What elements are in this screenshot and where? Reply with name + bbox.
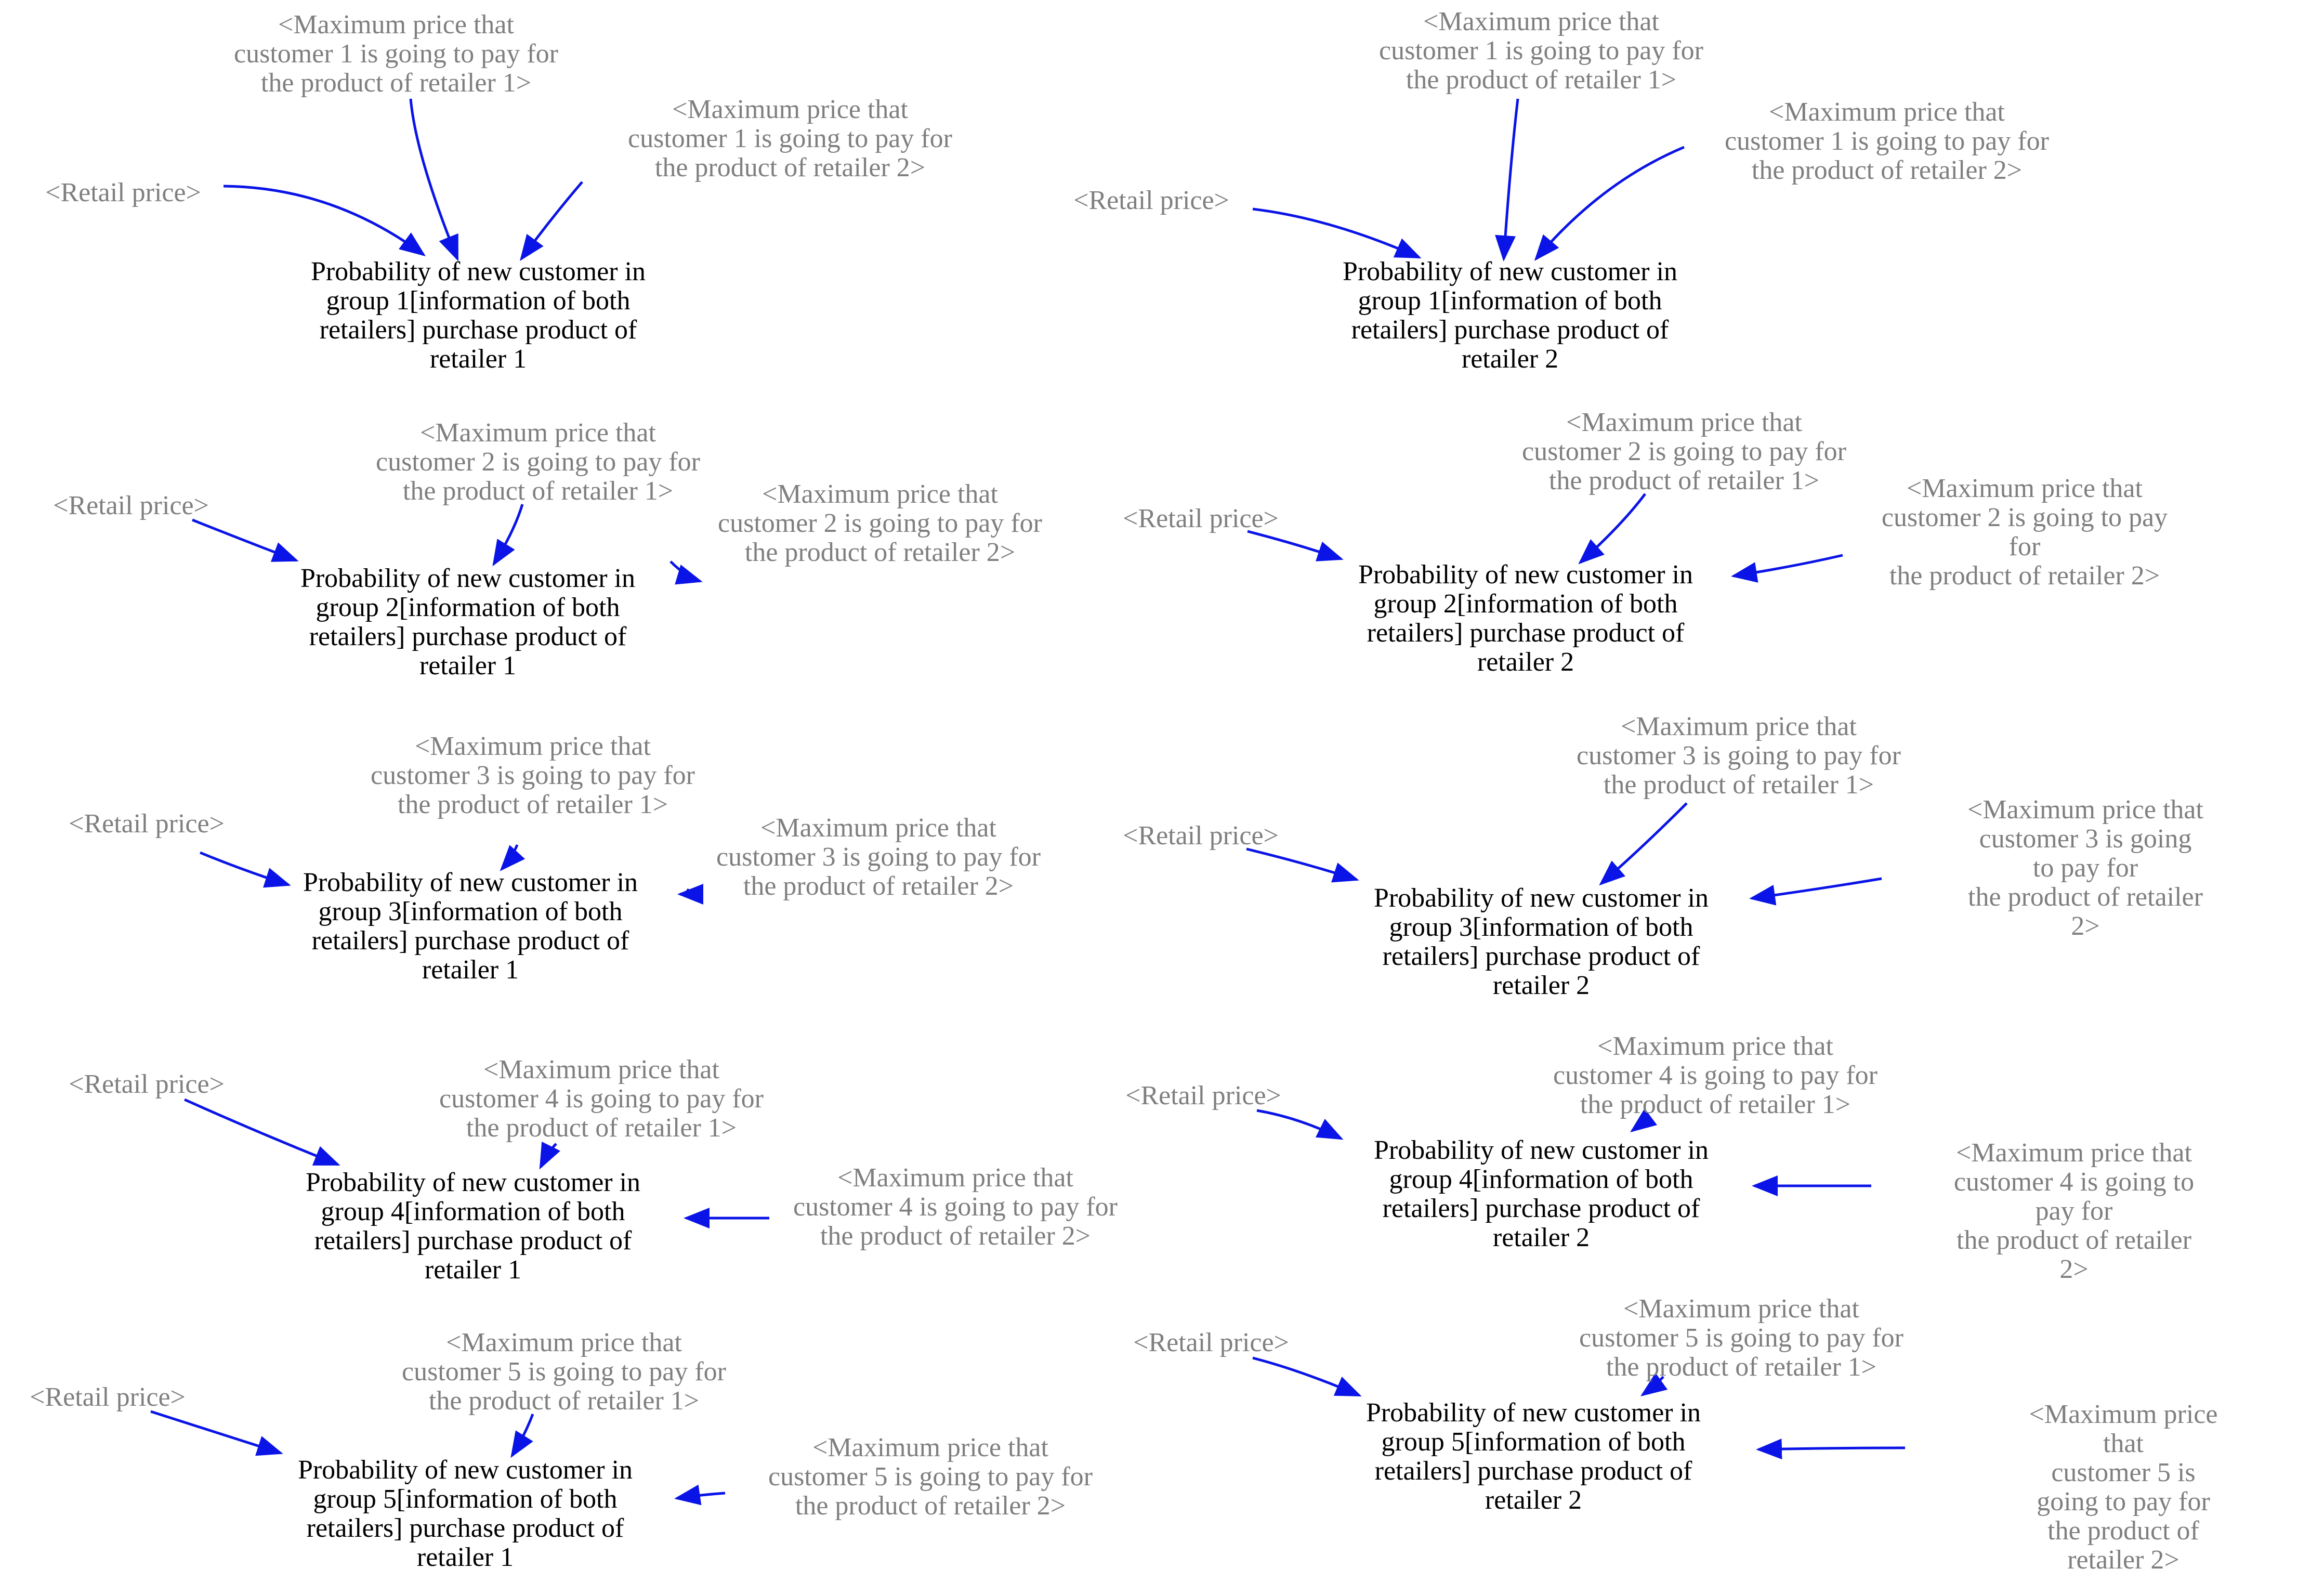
variable-p5: Probability of new customer in group 3[i… [303, 868, 638, 985]
shadow-max-price-r1-p6: <Maximum price that customer 3 is going … [1577, 712, 1901, 800]
causal-arrow-6 [1252, 207, 1422, 259]
variable-p9: Probability of new customer in group 5[i… [297, 1455, 633, 1572]
shadow-max-price-r2-p4: <Maximum price that customer 2 is going … [1881, 474, 2168, 591]
shadow-max-price-r1-p4: <Maximum price that customer 2 is going … [1522, 408, 1846, 495]
shadow-retail-price-p8: <Retail price> [1125, 1081, 1281, 1110]
shadow-retail-price-p10: <Retail price> [1133, 1328, 1289, 1357]
causal-arrow-5 [1534, 146, 1685, 261]
variable-p4: Probability of new customer in group 2[i… [1358, 560, 1693, 677]
causal-arrow-11 [1731, 554, 1843, 583]
shadow-retail-price-p6: <Retail price> [1123, 821, 1279, 851]
causal-arrow-14 [677, 883, 704, 905]
shadow-retail-price-p7: <Retail price> [69, 1069, 225, 1099]
causal-arrow-12 [1247, 530, 1344, 561]
causal-arrow-17 [1749, 877, 1882, 906]
shadow-max-price-r1-p9: <Maximum price that customer 5 is going … [402, 1328, 726, 1416]
causal-arrow-24 [1256, 1109, 1344, 1140]
shadow-max-price-r2-p3: <Maximum price that customer 2 is going … [718, 479, 1042, 567]
causal-arrow-13 [500, 844, 526, 871]
variable-p3: Probability of new customer in group 2[i… [300, 564, 636, 681]
causal-arrow-10 [1578, 493, 1646, 565]
causal-arrow-2 [520, 181, 583, 262]
causal-arrow-4 [1495, 98, 1519, 262]
shadow-retail-price-p5: <Retail price> [69, 809, 225, 839]
variable-p7: Probability of new customer in group 4[i… [305, 1168, 641, 1285]
causal-arrow-18 [1246, 847, 1359, 883]
causal-arrow-15 [200, 851, 291, 888]
variable-p6: Probability of new customer in group 3[i… [1373, 883, 1709, 1000]
shadow-max-price-r2-p10: <Maximum price that customer 5 is going … [2029, 1400, 2218, 1575]
variable-p10: Probability of new customer in group 5[i… [1365, 1398, 1701, 1515]
shadow-max-price-r2-p2: <Maximum price that customer 1 is going … [1725, 97, 2049, 185]
shadow-max-price-r1-p5: <Maximum price that customer 3 is going … [371, 731, 695, 819]
shadow-max-price-r1-p3: <Maximum price that customer 2 is going … [376, 418, 700, 506]
causal-arrow-8 [669, 560, 703, 585]
causal-arrow-16 [1599, 802, 1688, 886]
variable-p8: Probability of new customer in group 4[i… [1373, 1135, 1709, 1252]
causal-arrow-19 [539, 1141, 561, 1170]
variable-p2: Probability of new customer in group 1[i… [1342, 257, 1678, 374]
shadow-max-price-r2-p8: <Maximum price that customer 4 is going … [1953, 1138, 2195, 1284]
causal-arrow-25 [510, 1414, 534, 1458]
causal-arrow-21 [183, 1098, 340, 1166]
causal-arrow-30 [1252, 1356, 1362, 1397]
shadow-max-price-r2-p1: <Maximum price that customer 1 is going … [628, 95, 952, 182]
causal-arrow-22 [1630, 1108, 1657, 1133]
shadow-max-price-r1-p10: <Maximum price that customer 5 is going … [1579, 1294, 1903, 1382]
shadow-retail-price-p4: <Retail price> [1123, 504, 1279, 533]
shadow-max-price-r1-p7: <Maximum price that customer 4 is going … [439, 1055, 764, 1143]
shadow-max-price-r1-p8: <Maximum price that customer 4 is going … [1553, 1031, 1877, 1119]
causal-arrow-26 [674, 1484, 726, 1506]
shadow-max-price-r2-p7: <Maximum price that customer 4 is going … [793, 1163, 1118, 1251]
causal-arrow-9 [192, 518, 299, 562]
shadow-retail-price-p3: <Retail price> [53, 491, 209, 520]
causal-arrow-1 [409, 98, 459, 262]
causal-arrow-28 [1640, 1372, 1668, 1396]
shadow-max-price-r1-p1: <Maximum price that customer 1 is going … [234, 10, 558, 98]
causal-arrow-27 [150, 1410, 283, 1456]
variable-p1: Probability of new customer in group 1[i… [310, 257, 646, 374]
shadow-retail-price-p2: <Retail price> [1073, 186, 1229, 215]
causal-arrow-3 [223, 185, 426, 256]
shadow-max-price-r2-p9: <Maximum price that customer 5 is going … [768, 1433, 1093, 1521]
causal-arrow-7 [492, 504, 524, 567]
shadow-max-price-r1-p2: <Maximum price that customer 1 is going … [1379, 7, 1703, 95]
shadow-retail-price-p9: <Retail price> [30, 1382, 186, 1412]
shadow-max-price-r2-p5: <Maximum price that customer 3 is going … [716, 813, 1041, 901]
causal-arrow-29 [1756, 1439, 1906, 1460]
shadow-retail-price-p1: <Retail price> [45, 178, 201, 207]
shadow-max-price-r2-p6: <Maximum price that customer 3 is going … [1967, 795, 2203, 941]
